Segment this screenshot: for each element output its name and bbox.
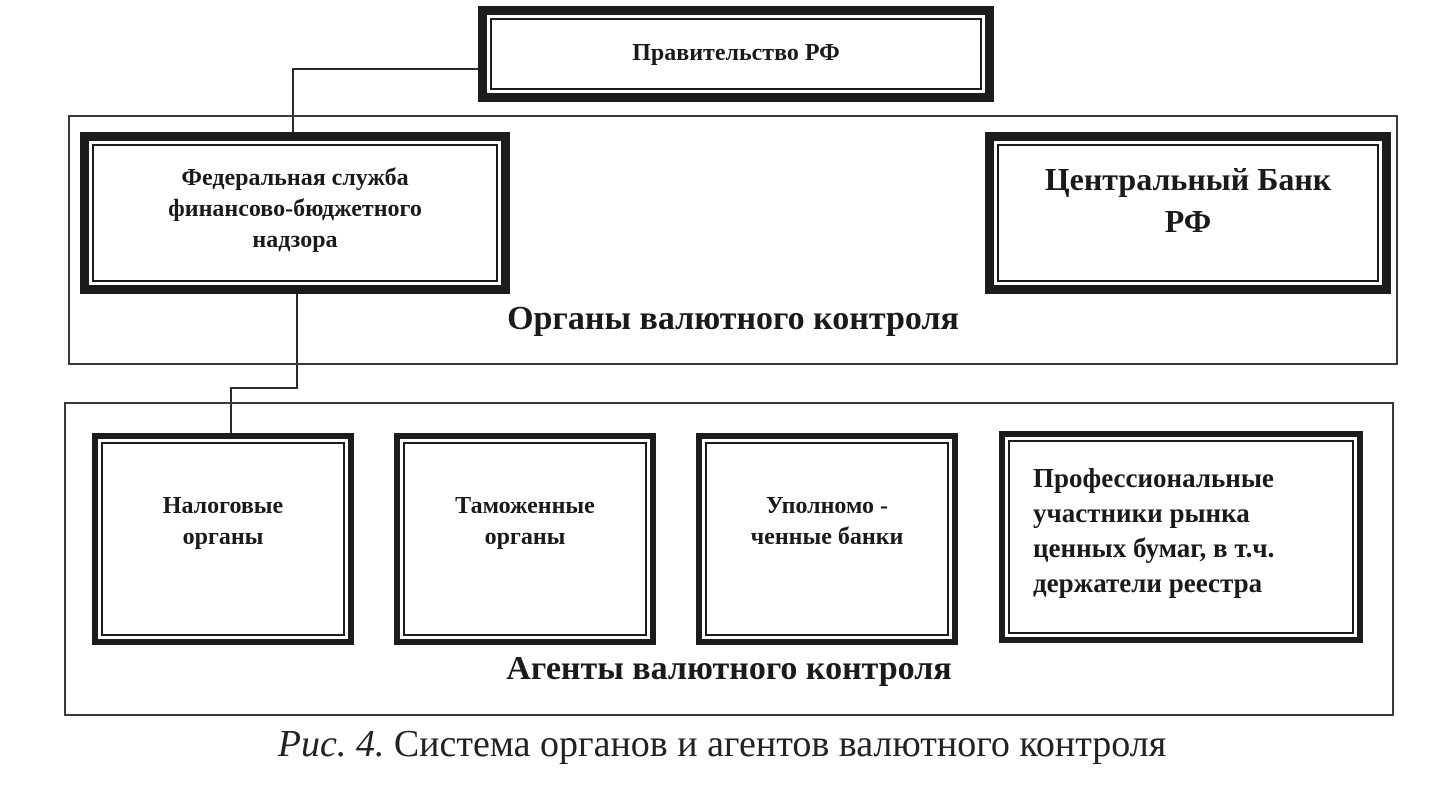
- figure-caption-number: Рис. 4.: [277, 723, 385, 765]
- connector-step-horizontal: [230, 387, 298, 389]
- central-bank-node-label: Центральный Банк РФ: [1044, 161, 1332, 239]
- tax-bodies-node-label: Налоговые органы: [162, 493, 284, 551]
- figure-caption-text: Система органов и агентов валютного конт…: [393, 723, 1167, 765]
- figure-caption: Рис. 4. Система органов и агентов валютн…: [0, 722, 1444, 766]
- connector-to-tax-bodies: [230, 387, 232, 437]
- securities-participants-node-label: Профессиональные участники рынка ценных …: [1033, 463, 1275, 599]
- central-bank-node: Центральный Банк РФ: [985, 132, 1391, 294]
- government-node: Правительство РФ: [478, 6, 994, 102]
- connector-fsfbn-down: [296, 290, 298, 388]
- control-bodies-title: Органы валютного контроля: [507, 300, 959, 337]
- authorized-banks-node-label: Уполномо - ченные банки: [750, 493, 904, 551]
- customs-bodies-node: Таможенные органы: [394, 433, 656, 645]
- control-agents-title: Агенты валютного контроля: [506, 650, 952, 687]
- government-node-label: Правительство РФ: [632, 40, 840, 67]
- tax-bodies-node: Налоговые органы: [92, 433, 354, 645]
- control-bodies-group: [68, 115, 1398, 365]
- fsfbn-node: Федеральная служба финансово-бюджетного …: [80, 132, 510, 294]
- connector-government-to-fsfbn-vertical: [292, 68, 294, 134]
- fsfbn-node-label: Федеральная служба финансово-бюджетного …: [168, 165, 422, 254]
- customs-bodies-node-label: Таможенные органы: [455, 493, 595, 551]
- connector-government-to-fsfbn-horizontal: [292, 68, 482, 70]
- authorized-banks-node: Уполномо - ченные банки: [696, 433, 958, 645]
- control-agents-group: [64, 402, 1394, 716]
- securities-participants-node: Профессиональные участники рынка ценных …: [999, 431, 1363, 643]
